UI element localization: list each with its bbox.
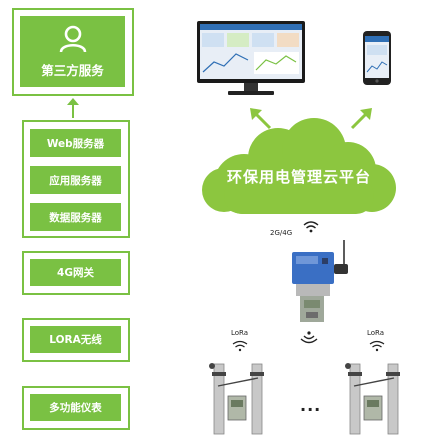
wifi-down-icon (300, 331, 318, 344)
phone-icon (363, 31, 391, 85)
meter-label: 多功能仪表 (49, 402, 102, 414)
servers-frame: Web服务器 应用服务器 数据服务器 (22, 120, 130, 238)
third-party-box: 第三方服务 (20, 16, 125, 87)
ellipsis-label: ... (300, 396, 322, 415)
arrow-up-icon (67, 98, 79, 118)
user-icon (59, 25, 86, 53)
lora-left-signal-icon (232, 340, 248, 352)
wifi-icon (303, 221, 319, 233)
cloud-label: 环保用电管理云平台 (226, 168, 371, 186)
meter-frame: 多功能仪表 (22, 386, 130, 430)
app-server-box: 应用服务器 (30, 166, 121, 194)
lora-right-label: LoRa (367, 329, 385, 337)
lora-label: LORA无线 (49, 334, 102, 346)
web-server-label: Web服务器 (46, 137, 105, 150)
monitor-icon (197, 21, 305, 95)
lora-box: LORA无线 (30, 326, 121, 353)
lora-right-signal-icon (369, 340, 385, 352)
gateway-frame: 4G网关 (22, 251, 130, 295)
gateway-label: 4G网关 (57, 267, 94, 279)
data-server-label: 数据服务器 (49, 211, 102, 224)
gateway-box: 4G网关 (30, 259, 121, 286)
data-server-box: 数据服务器 (30, 203, 121, 231)
third-party-frame: 第三方服务 (12, 8, 134, 96)
app-server-label: 应用服务器 (49, 174, 102, 187)
cloud-shape (202, 118, 396, 214)
arrow-upright-icon (350, 108, 372, 130)
meter-device-right-icon (345, 363, 400, 435)
gateway-signal-label: 2G/4G (270, 229, 293, 237)
third-party-label: 第三方服务 (41, 63, 104, 78)
meter-device-left-icon (209, 363, 264, 435)
lora-frame: LORA无线 (22, 318, 130, 362)
meter-box: 多功能仪表 (30, 394, 121, 421)
lora-left-label: LoRa (231, 329, 249, 337)
gateway-device-icon (292, 240, 348, 322)
arrow-upleft-icon (250, 108, 272, 130)
web-server-box: Web服务器 (30, 129, 121, 157)
